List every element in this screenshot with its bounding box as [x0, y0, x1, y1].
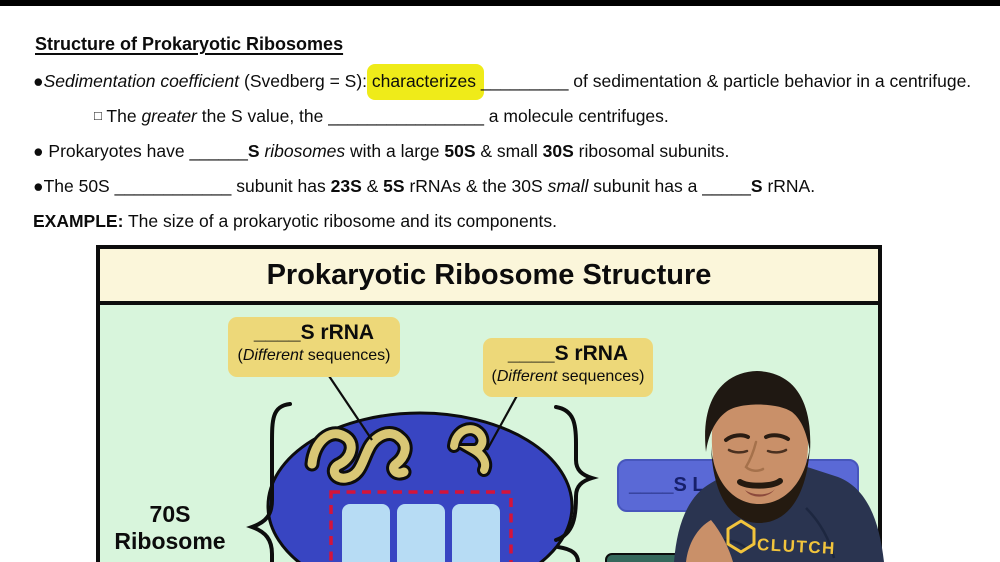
rrna-label-right: ____S rRNA (Different sequences) [483, 338, 653, 397]
note-line-example: EXAMPLE: The size of a prokaryotic ribos… [33, 211, 557, 231]
page-title: Structure of Prokaryotic Ribosomes [35, 34, 344, 54]
ribosome-70s-label: 70S Ribosome [114, 501, 226, 554]
note-line-greater-s: □ The greater the S value, the _________… [94, 106, 669, 126]
large-subunit-label-box: ____S L [617, 459, 859, 512]
note-line-subunits: ●The 50S ____________ subunit has 23S & … [33, 176, 816, 196]
large-subunit-label: ____S L [629, 474, 705, 496]
rrna-label-left: ____S rRNA (Different sequences) [228, 317, 400, 377]
rrna-label-subtitle: (Different sequences) [491, 368, 645, 385]
rrna-label-title: ____S rRNA [253, 321, 375, 344]
note-line-prokaryotes: ● Prokaryotes have ______S ribosomes wit… [33, 141, 730, 161]
letterbox-bar [0, 0, 1000, 6]
rrna-label-title: ____S rRNA [507, 342, 629, 365]
note-line-sedimentation: ●Sedimentation coefficient (Svedberg = S… [33, 64, 971, 100]
rrna-label-subtitle: (Different sequences) [237, 347, 391, 364]
diagram-title: Prokaryotic Ribosome Structure [100, 249, 878, 305]
